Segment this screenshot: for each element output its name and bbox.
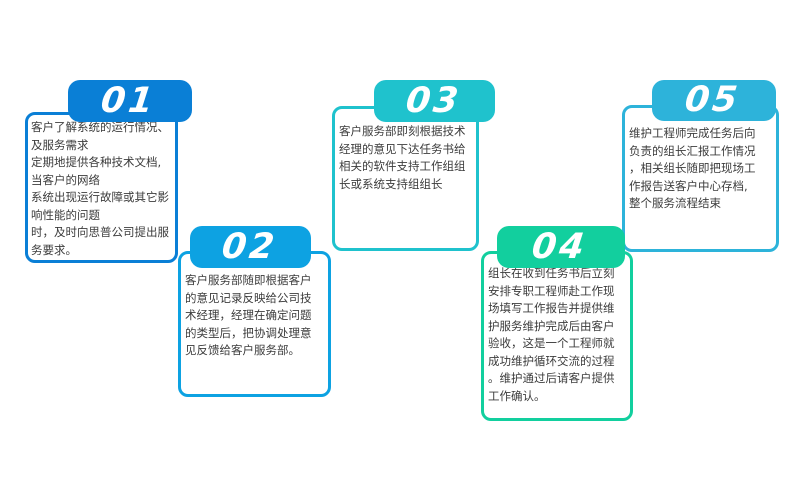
step-03-number: 03 xyxy=(403,80,463,121)
step-05-description: 维护工程师完成任务后向 负责的组长汇报工作情况 ，相关组长随即把现场工 作报告送… xyxy=(629,126,756,210)
step-04-description: 组长在收到任务书后立刻 安排专职工程师赴工作现 场填写工作报告并提供维 护服务维… xyxy=(488,266,615,403)
step-02-number: 02 xyxy=(219,226,279,267)
step-04-number: 04 xyxy=(529,226,590,267)
step-04-number-tab: 04 xyxy=(497,226,625,268)
step-03-number-tab: 03 xyxy=(374,80,495,122)
step-02-number-tab: 02 xyxy=(190,226,311,268)
step-01-number: 01 xyxy=(98,80,159,121)
step-03-card: 客户服务部即刻根据技术 经理的意见下达任务书给 相关的软件支持工作组组 长或系统… xyxy=(332,106,479,251)
step-05-number-tab: 05 xyxy=(652,80,776,121)
step-01-number-tab: 01 xyxy=(68,80,192,122)
step-04-card: 组长在收到任务书后立刻 安排专职工程师赴工作现 场填写工作报告并提供维 护服务维… xyxy=(481,251,633,421)
step-02-description: 客户服务部随即根据客户 的意见记录反映给公司技 术经理，经理在确定问题 的类型后… xyxy=(185,273,312,357)
step-03-description: 客户服务部即刻根据技术 经理的意见下达任务书给 相关的软件支持工作组组 长或系统… xyxy=(339,124,466,191)
step-05-number: 05 xyxy=(682,80,743,120)
step-02-card: 客户服务部随即根据客户 的意见记录反映给公司技 术经理，经理在确定问题 的类型后… xyxy=(178,251,331,397)
step-05-card: 维护工程师完成任务后向 负责的组长汇报工作情况 ，相关组长随即把现场工 作报告送… xyxy=(622,105,779,252)
step-01-card: 客户了解系统的运行情况、 及服务需求 定期地提供各种技术文档, 当客户的网络 系… xyxy=(25,112,178,263)
step-01-description: 客户了解系统的运行情况、 及服务需求 定期地提供各种技术文档, 当客户的网络 系… xyxy=(31,120,169,257)
